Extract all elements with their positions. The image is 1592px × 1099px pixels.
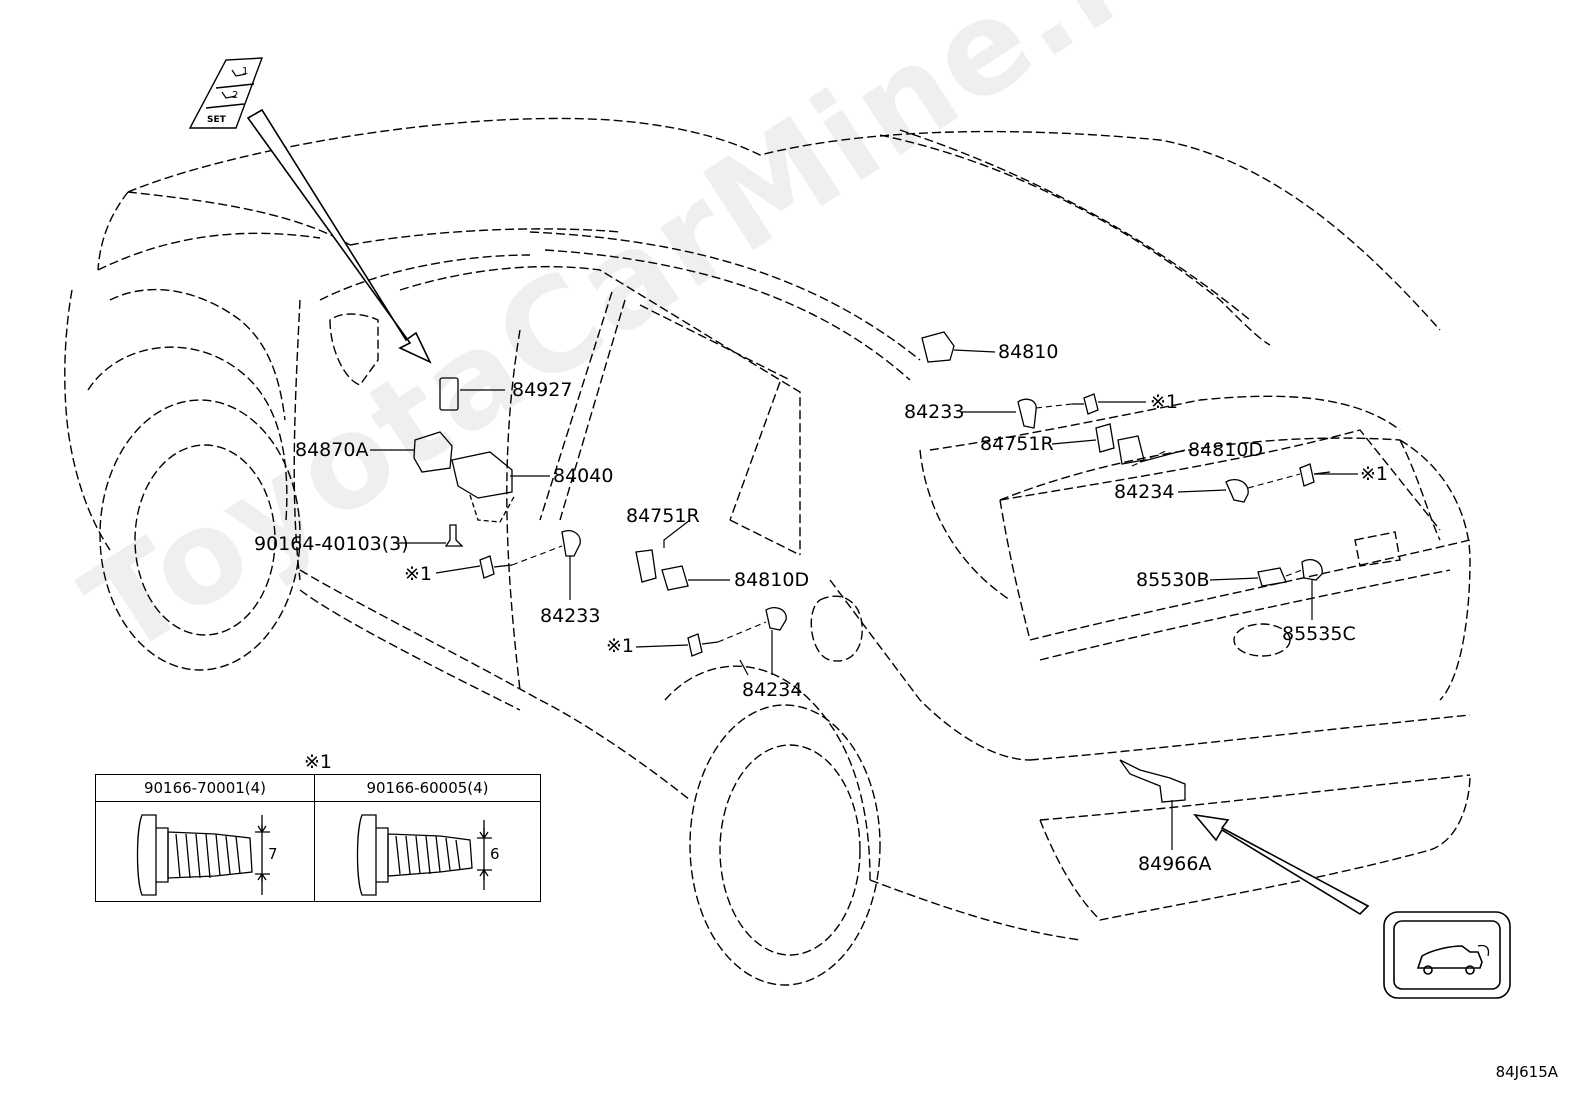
part-84966A-shape (1119, 759, 1186, 803)
part-label-85530B: 85530B (1136, 569, 1210, 591)
part-label-84870A: 84870A (295, 439, 369, 461)
fastener-reference-table: 90166-70001(4) 90166-60005(4) (95, 774, 541, 902)
part-label-84234-left: 84234 (742, 679, 803, 701)
arrow-back-door-switch (1193, 813, 1370, 916)
clip-left-1 (479, 555, 513, 579)
fastener-column-1: 90166-70001(4) (96, 775, 315, 901)
memory-set-label: SET (207, 115, 226, 125)
part-label-84751R-left: 84751R (626, 505, 700, 527)
part-84233-left-shape (561, 530, 581, 557)
part-84751R-left-shape (635, 549, 657, 583)
note-mark-3: ※1 (1150, 391, 1179, 413)
clip-right-1 (1072, 393, 1099, 415)
fastener-1-part-number: 90166-70001(4) (96, 775, 314, 802)
fastener-2-dimension: 6 (490, 845, 500, 863)
components (413, 331, 1331, 803)
arrow-memory-switch (246, 108, 432, 364)
part-84751R-right-shape (1095, 423, 1115, 453)
part-84810D-left-shape (661, 565, 689, 591)
memory-button-1-label: 1 (242, 66, 249, 77)
dashed-leaders (511, 403, 1303, 643)
part-84234-right-shape (1225, 479, 1249, 503)
part-label-84040: 84040 (553, 465, 614, 487)
fastener-1-dimension: 7 (268, 845, 278, 863)
note-mark-2: ※1 (606, 635, 635, 657)
part-label-84810D-left: 84810D (734, 569, 810, 591)
vehicle-body (64, 117, 1471, 986)
part-label-84234-right: 84234 (1114, 481, 1175, 503)
table-note-mark: ※1 (304, 751, 333, 773)
back-door-switch-inset (1383, 911, 1511, 999)
memory-button-2-label: 2 (232, 90, 239, 101)
fastener-2-part-number: 90166-60005(4) (315, 775, 540, 802)
part-84810D-right-shape (1117, 435, 1145, 465)
diagram-code: 84J615A (1495, 1063, 1558, 1081)
part-label-84233-left: 84233 (540, 605, 601, 627)
part-84040-shape (451, 451, 513, 499)
note-mark-1: ※1 (404, 563, 433, 585)
part-label-84810D-right: 84810D (1188, 439, 1264, 461)
part-84810-shape (921, 331, 955, 363)
part-85535C-shape (1301, 559, 1323, 581)
clip-right-2 (1299, 463, 1331, 487)
part-label-84927: 84927 (512, 379, 573, 401)
part-84233-right-shape (1017, 398, 1037, 429)
leader-lines (370, 349, 1358, 850)
memory-switch-inset (188, 57, 264, 129)
part-label-90164-40103: 90164-40103(3) (254, 533, 409, 555)
part-85530B-shape (1257, 567, 1287, 587)
note-mark-4: ※1 (1360, 463, 1389, 485)
part-label-84966A: 84966A (1138, 853, 1212, 875)
pointer-arrows (246, 108, 1370, 916)
part-label-84751R-right: 84751R (980, 433, 1054, 455)
part-label-84810: 84810 (998, 341, 1059, 363)
part-90164-shape (444, 524, 464, 547)
clip-left-2 (687, 633, 719, 657)
fastener-drawings (136, 814, 492, 896)
part-84870A-shape (413, 431, 453, 473)
part-84234-left-shape (765, 606, 787, 631)
fastener-column-2: 90166-60005(4) (315, 775, 540, 901)
part-label-84233-right: 84233 (904, 401, 965, 423)
part-label-85535C: 85535C (1282, 623, 1356, 645)
part-84927-shape (439, 377, 459, 411)
